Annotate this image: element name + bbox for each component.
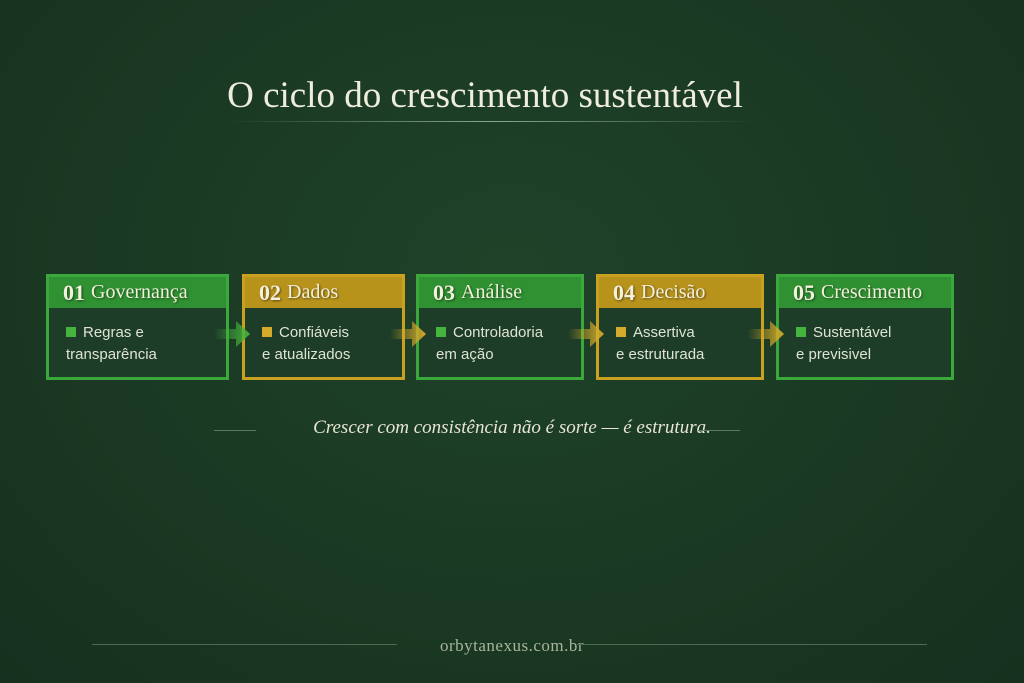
- title-divider: [228, 121, 758, 122]
- tagline-divider-right: [698, 430, 740, 431]
- arrow-right-icon: [390, 321, 426, 347]
- arrow-right-icon: [748, 321, 784, 347]
- page-title: O ciclo do crescimento sustentável: [227, 75, 743, 116]
- step-line2: e estruturada: [616, 346, 705, 363]
- step-line1: Controladoria: [453, 324, 544, 341]
- step-governanca: 01 Governança Regras e transparência: [46, 274, 229, 380]
- step-line2: em ação: [436, 346, 494, 363]
- step-name: Crescimento: [821, 281, 923, 303]
- step-name: Governança: [91, 281, 188, 303]
- footer-url[interactable]: orbytanexus.com.br: [439, 636, 585, 655]
- footer-divider-left: [92, 644, 397, 645]
- tagline: Crescer com consistência não é sorte — é…: [313, 417, 711, 438]
- step-line2: e previsivel: [796, 346, 872, 363]
- step-number: 01: [63, 279, 85, 305]
- step-analise: 03 Análise Controladoria em ação: [416, 274, 584, 380]
- step-name: Decisão: [641, 281, 706, 303]
- bullet-icon: [616, 327, 626, 337]
- step-decisao: 04 Decisão Assertiva e estruturada: [596, 274, 764, 380]
- step-line2: e atualizados: [262, 346, 351, 363]
- footer-divider-right: [577, 644, 927, 645]
- step-dados: 02 Dados Confiáveis e atualizados: [242, 274, 405, 380]
- bullet-icon: [66, 327, 76, 337]
- step-line1: Confiáveis: [279, 324, 350, 341]
- step-line1: Assertiva: [633, 324, 695, 341]
- step-line1: Sustentável: [813, 324, 892, 341]
- step-number: 03: [433, 279, 455, 305]
- step-number: 04: [613, 279, 635, 305]
- arrow-right-icon: [214, 321, 250, 347]
- tagline-divider-left: [214, 430, 256, 431]
- bullet-icon: [796, 327, 806, 337]
- step-crescimento: 05 Crescimento Sustentável e previsivel: [776, 274, 954, 380]
- step-line1: Regras e: [83, 324, 144, 341]
- step-line2: transparência: [66, 346, 157, 363]
- step-number: 05: [793, 279, 815, 305]
- step-name: Análise: [461, 281, 523, 303]
- step-number: 02: [259, 279, 281, 305]
- bullet-icon: [262, 327, 272, 337]
- step-name: Dados: [287, 281, 339, 303]
- bullet-icon: [436, 327, 446, 337]
- arrow-right-icon: [568, 321, 604, 347]
